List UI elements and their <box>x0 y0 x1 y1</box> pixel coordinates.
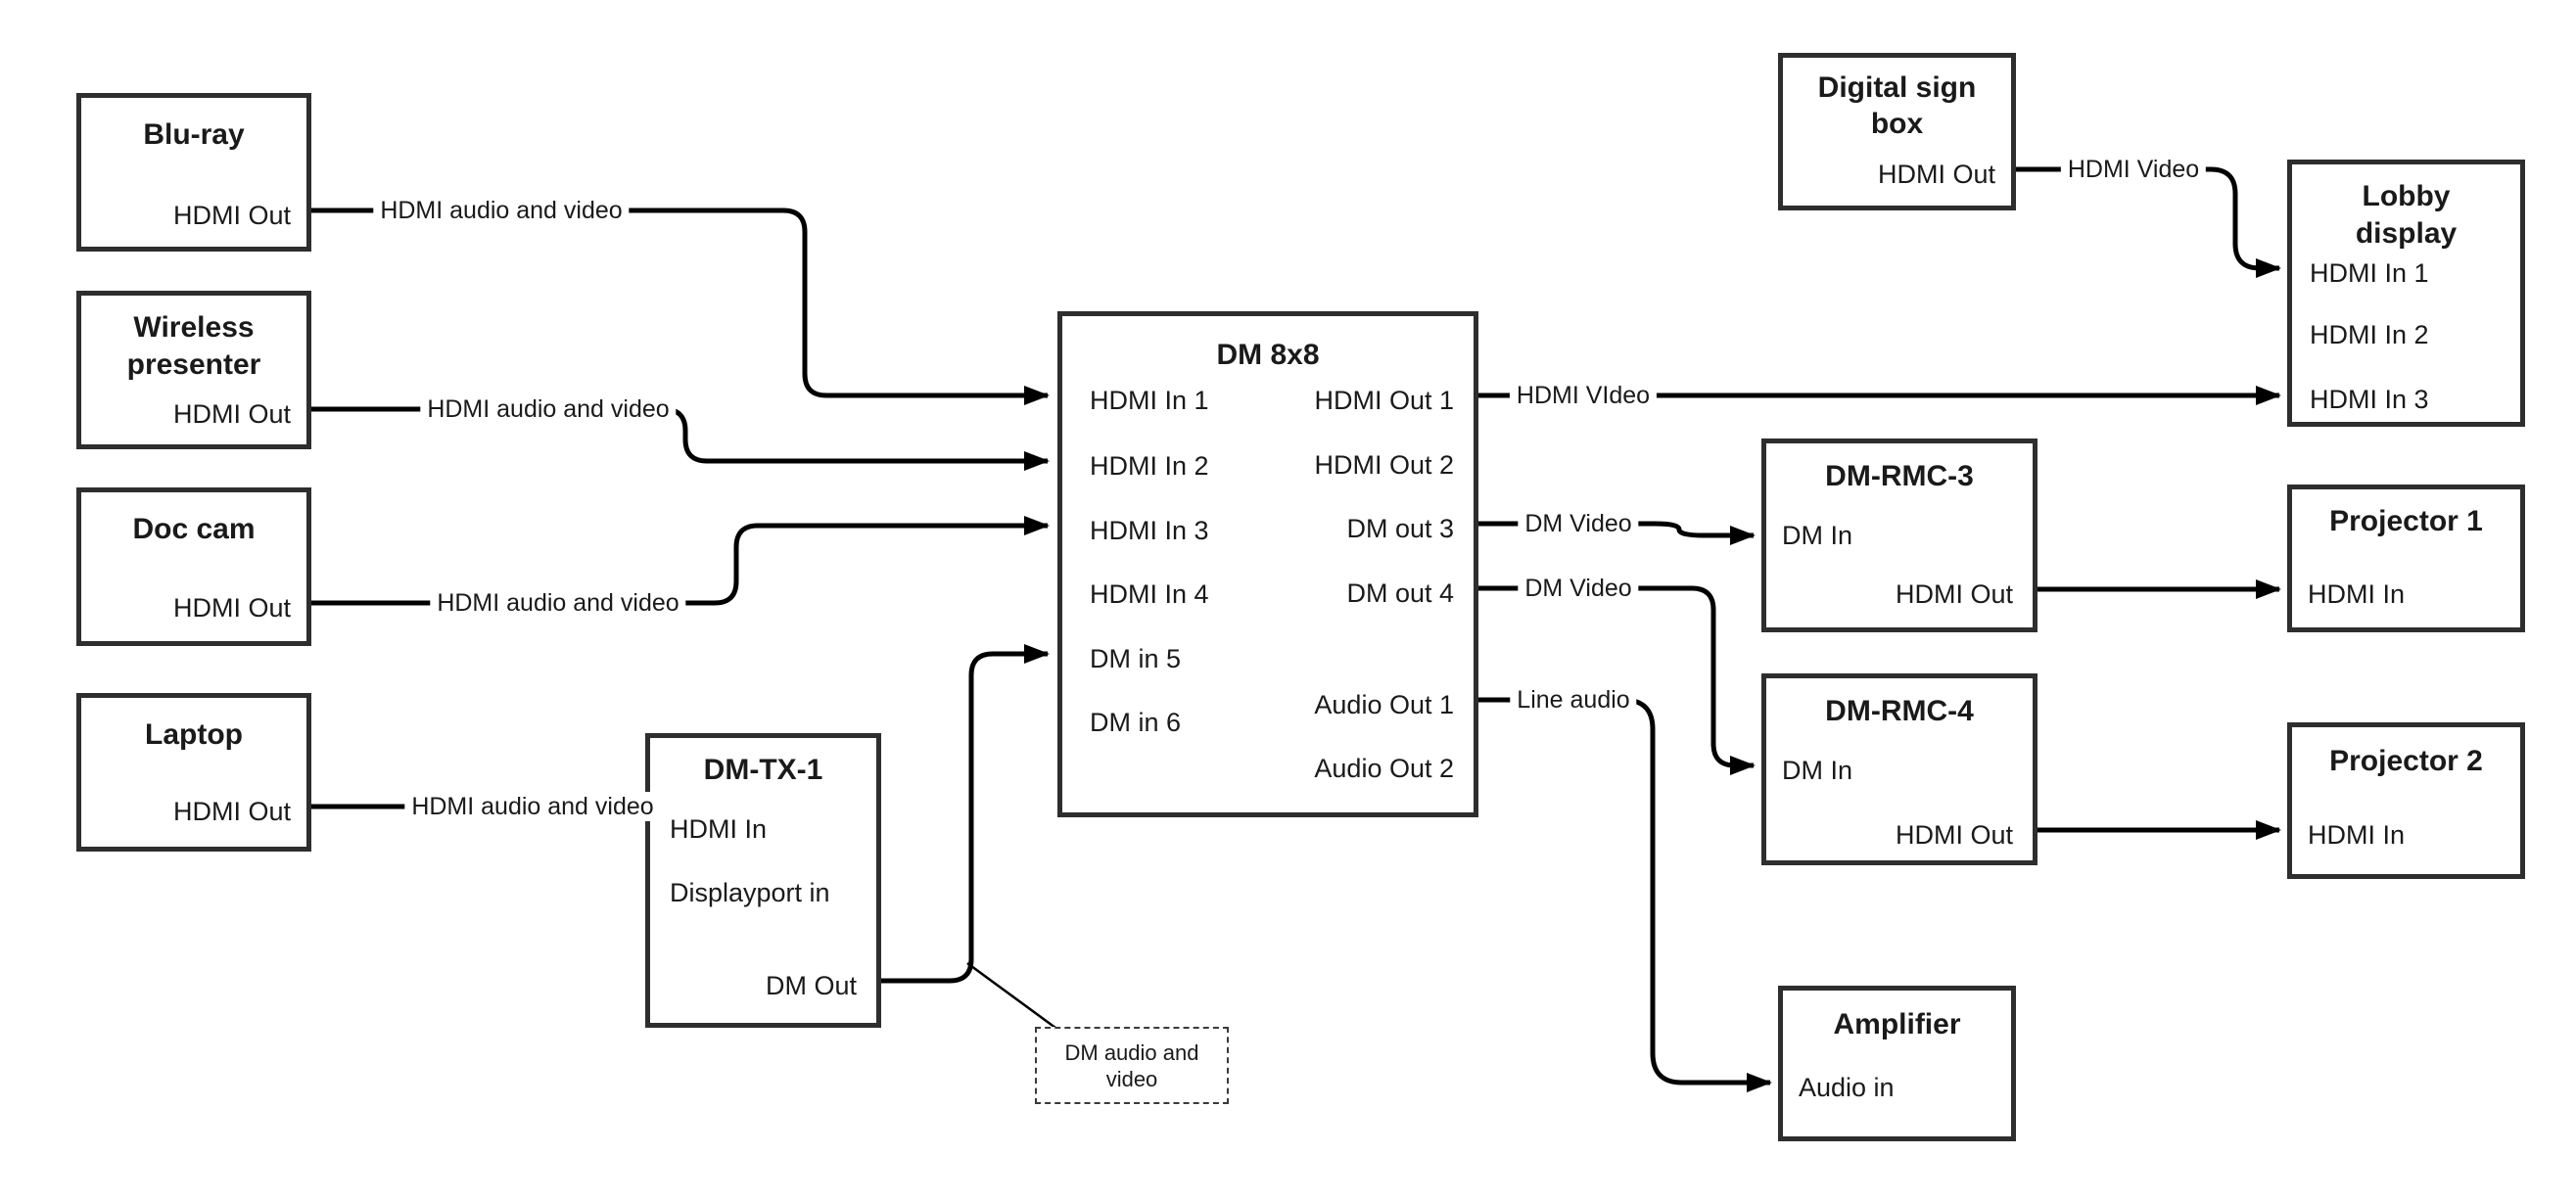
node-title: Projector 1 <box>2329 505 2483 537</box>
node-projector-2: Projector 2 HDMI In <box>2287 722 2525 879</box>
node-title: DM-TX-1 <box>703 754 823 786</box>
port-hdmi-out: HDMI Out <box>1895 579 2013 609</box>
port-hdmi-out: HDMI Out <box>172 593 291 623</box>
node-title: DM-RMC-4 <box>1825 695 1974 727</box>
port-audio-out-2: Audio Out 2 <box>1314 754 1454 783</box>
port-dm-in-6: DM in 6 <box>1090 708 1182 737</box>
wire-doccam-to-dm8x8-in3 <box>311 516 1050 606</box>
wire-label-hdmi-video-sign: HDMI Video <box>2060 155 2207 184</box>
node-title: Wireless presenter <box>126 311 261 381</box>
node-dm-tx-1: DM-TX-1 HDMI In Displayport in DM Out <box>645 733 881 1028</box>
port-dm-out-4: DM out 4 <box>1346 578 1454 608</box>
node-title: DM 8x8 <box>1216 339 1320 371</box>
node-bluray: Blu-ray HDMI Out <box>76 93 311 252</box>
node-doc-cam: Doc cam HDMI Out <box>76 487 311 646</box>
port-hdmi-in: HDMI In <box>2308 579 2406 609</box>
wire-label-hdmi-av-wireless: HDMI audio and video <box>420 394 677 424</box>
port-hdmi-in-4: HDMI In 4 <box>1090 579 1209 609</box>
wire-label-hdmi-video-out1: HDMI VIdeo <box>1509 381 1658 410</box>
port-displayport-in: Displayport in <box>670 878 830 907</box>
port-dm-in: DM In <box>1782 756 1853 785</box>
node-title: Amplifier <box>1833 1008 1961 1040</box>
port-dm-out-3: DM out 3 <box>1346 514 1454 543</box>
port-dm-in: DM In <box>1782 521 1853 550</box>
wire-signbox-to-lobby-in1 <box>2016 166 2281 278</box>
port-hdmi-out: HDMI Out <box>1895 820 2013 850</box>
wire-label-hdmi-av-bluray: HDMI audio and video <box>373 196 630 225</box>
node-title: DM-RMC-3 <box>1825 460 1974 492</box>
port-hdmi-out: HDMI Out <box>172 399 291 429</box>
port-hdmi-in-3: HDMI In 3 <box>1090 516 1209 545</box>
node-digital-sign-box: Digital sign box HDMI Out <box>1778 53 2016 210</box>
wire-label-hdmi-av-laptop: HDMI audio and video <box>404 792 661 821</box>
callout-leader-line <box>966 961 1056 1030</box>
wire-bluray-to-dm8x8-in1 <box>311 208 1050 405</box>
wire-label-dm-video-out4: DM Video <box>1518 574 1639 603</box>
callout-dm-audio-video: DM audio and video <box>1035 1027 1229 1104</box>
port-audio-in: Audio in <box>1799 1073 1895 1102</box>
port-hdmi-in-2: HDMI In 2 <box>1090 451 1209 481</box>
port-hdmi-in-1: HDMI In 1 <box>1090 386 1209 415</box>
wire-dmtx1-to-dm8x8-in5 <box>881 644 1050 984</box>
wire-label-line-audio: Line audio <box>1510 685 1637 715</box>
port-dm-out: DM Out <box>765 971 857 1000</box>
wire-label-hdmi-av-doccam: HDMI audio and video <box>430 588 686 618</box>
node-title: Doc cam <box>132 513 256 545</box>
node-projector-1: Projector 1 HDMI In <box>2287 485 2525 632</box>
node-dm-rmc-3: DM-RMC-3 DM In HDMI Out <box>1761 439 2037 632</box>
port-dm-in-5: DM in 5 <box>1090 644 1182 673</box>
port-hdmi-in: HDMI In <box>2308 820 2406 850</box>
port-hdmi-in-3: HDMI In 3 <box>2310 385 2429 414</box>
port-hdmi-out-2: HDMI Out 2 <box>1314 450 1454 480</box>
port-audio-out-1: Audio Out 1 <box>1314 690 1454 719</box>
node-title: Laptop <box>145 718 243 751</box>
port-hdmi-out: HDMI Out <box>172 201 291 230</box>
port-hdmi-out: HDMI Out <box>1877 160 1995 189</box>
callout-text: DM audio and video <box>1064 1039 1199 1091</box>
wire-dm8x8-out4-to-rmc4 <box>1478 585 1756 775</box>
wire-label-dm-video-out3: DM Video <box>1518 509 1639 538</box>
node-lobby-display: Lobby display HDMI In 1 HDMI In 2 HDMI I… <box>2287 160 2525 427</box>
node-title: Digital sign box <box>1817 71 1977 140</box>
wire-dm8x8-out3-to-rmc3 <box>1478 521 1756 545</box>
node-amplifier: Amplifier Audio in <box>1778 986 2016 1141</box>
node-title: Blu-ray <box>143 118 245 151</box>
wire-dm8x8-audio1-to-amp <box>1478 697 1772 1092</box>
port-hdmi-in-2: HDMI In 2 <box>2310 320 2429 349</box>
node-dm-8x8: DM 8x8 HDMI In 1 HDMI In 2 HDMI In 3 HDM… <box>1057 311 1478 817</box>
port-hdmi-in-1: HDMI In 1 <box>2310 258 2429 288</box>
node-dm-rmc-4: DM-RMC-4 DM In HDMI Out <box>1761 673 2037 865</box>
port-hdmi-out-1: HDMI Out 1 <box>1314 386 1454 415</box>
node-wireless-presenter: Wireless presenter HDMI Out <box>76 291 311 449</box>
port-hdmi-out: HDMI Out <box>172 797 291 826</box>
node-title: Projector 2 <box>2329 745 2483 777</box>
node-title: Lobby display <box>2355 180 2458 250</box>
node-laptop: Laptop HDMI Out <box>76 693 311 852</box>
port-hdmi-in: HDMI In <box>670 814 768 844</box>
